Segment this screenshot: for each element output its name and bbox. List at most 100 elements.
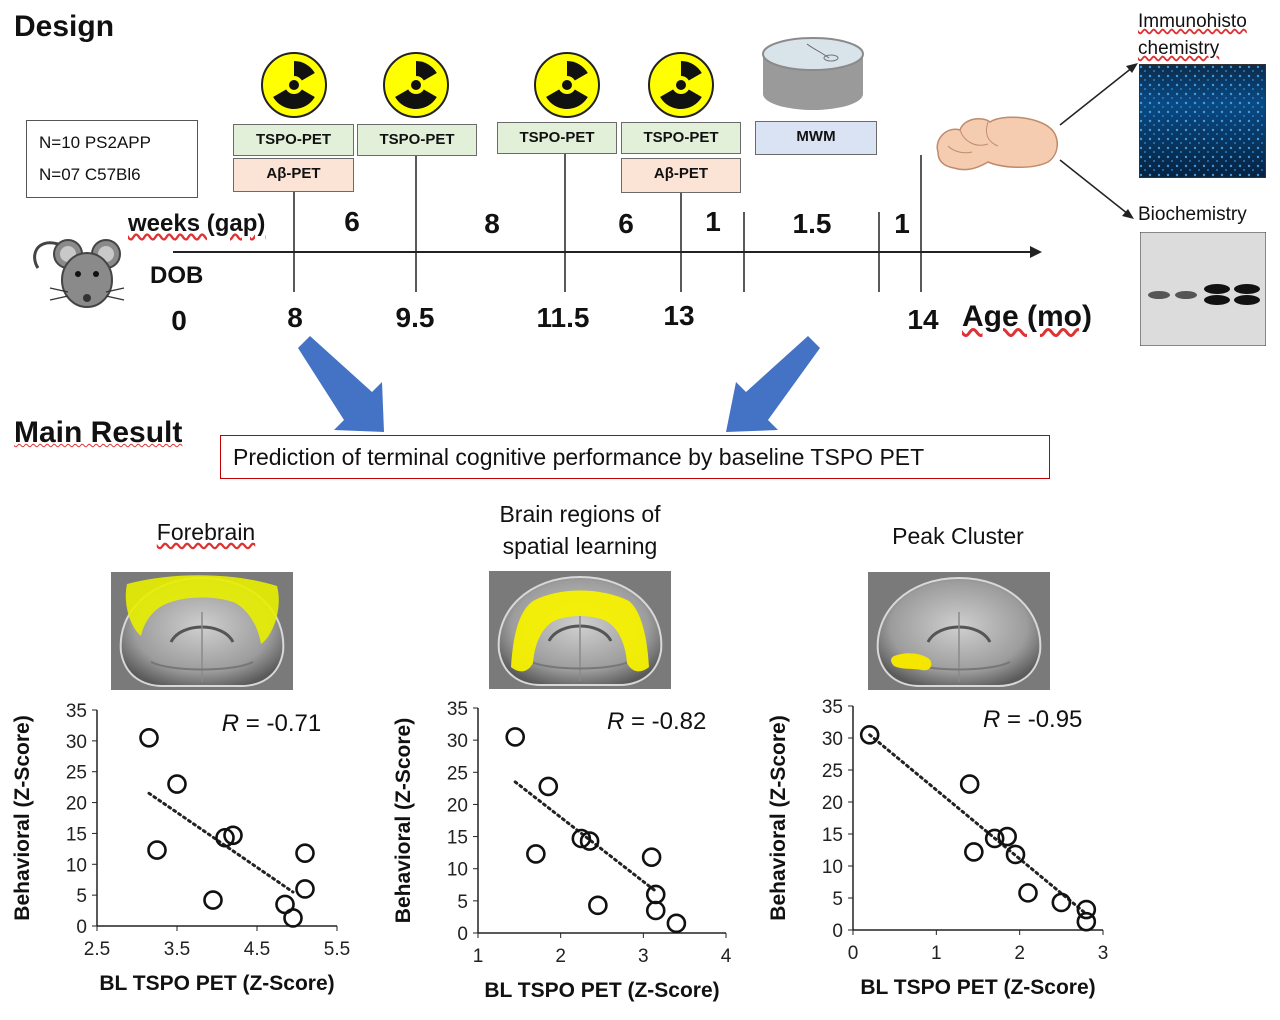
gap-value: 6: [618, 208, 634, 239]
data-point: [964, 842, 984, 862]
age-value: 9.5: [395, 302, 435, 333]
y-axis-label: Behavioral (Z-Score): [392, 718, 415, 923]
y-tick-label: 5: [832, 889, 843, 910]
data-point: [666, 913, 687, 934]
data-point: [283, 908, 303, 928]
x-tick-label: 5.5: [324, 939, 350, 960]
data-point: [588, 895, 608, 916]
data-point: [505, 727, 526, 747]
correlation-annotation: R = -0.82: [607, 708, 706, 735]
immunohistochemistry-image: [1139, 64, 1266, 178]
y-tick-label: 15: [447, 828, 468, 849]
age-axis-label: Age (mo): [962, 300, 1092, 333]
data-point: [1018, 883, 1038, 903]
mouse-icon: [33, 239, 125, 308]
y-tick-label: 5: [76, 886, 87, 907]
data-point: [147, 840, 167, 860]
ihc-label-line: chemistry: [1138, 38, 1220, 59]
blue-arrows: [298, 336, 820, 432]
y-tick-label: 35: [822, 697, 843, 718]
y-tick-label: 25: [66, 763, 87, 784]
correlation-annotation: R = -0.71: [222, 710, 321, 737]
data-point: [223, 825, 243, 846]
data-point: [645, 884, 666, 905]
cohort-ps2app: N=10 PS2APP: [39, 133, 151, 152]
age-value: 11.5: [536, 302, 590, 333]
x-tick-label: 1: [931, 943, 942, 964]
y-tick-label: 20: [66, 794, 87, 815]
design-heading: Design: [14, 10, 115, 43]
gap-value: 1: [705, 206, 721, 237]
y-tick-label: 25: [822, 761, 843, 782]
mri-forebrain-image: [111, 572, 293, 690]
y-tick-label: 35: [66, 701, 87, 722]
panel-title-line: spatial learning: [502, 533, 658, 559]
panel-title-line: Brain regions of: [499, 501, 661, 527]
mwm-box: MWM: [755, 121, 877, 155]
main-result-heading: Main Result: [14, 416, 183, 449]
age-value: 8: [287, 302, 303, 333]
data-point: [959, 774, 980, 794]
trend-line: [513, 780, 658, 893]
timeline: [173, 63, 1138, 292]
x-tick-label: 0: [848, 943, 859, 964]
x-tick-label: 4: [721, 946, 732, 967]
x-axis-label: BL TSPO PET (Z-Score): [99, 972, 334, 995]
correlation-annotation: R = -0.95: [983, 706, 1082, 733]
y-tick-label: 30: [66, 732, 87, 753]
data-point: [1076, 899, 1097, 920]
x-tick-label: 4.5: [244, 939, 270, 960]
dob-label: DOB: [150, 262, 204, 289]
cohort-box: N=10 PS2APP N=07 C57Bl6: [26, 120, 198, 198]
panel-title-spatial: Brain regions of spatial learning: [450, 498, 710, 562]
data-point: [167, 774, 187, 794]
y-tick-label: 0: [76, 917, 87, 938]
data-point: [997, 826, 1017, 847]
abeta-pet-box: Aβ-PET: [621, 158, 741, 193]
weeks-gap-label: weeks (gap): [128, 210, 266, 237]
data-point: [538, 776, 559, 797]
panel-title-forebrain: Forebrain: [156, 519, 256, 545]
data-point: [1076, 911, 1097, 932]
x-tick-label: 1: [473, 946, 484, 967]
tspo-pet-box: TSPO-PET: [233, 124, 354, 156]
data-point: [1051, 892, 1072, 913]
y-tick-label: 10: [66, 855, 87, 876]
mri-peak-cluster-image: [868, 572, 1050, 690]
mri-spatial-image: [489, 571, 671, 689]
data-point: [203, 890, 223, 910]
data-point: [139, 727, 159, 748]
y-tick-label: 10: [447, 860, 468, 881]
y-tick-label: 10: [822, 857, 843, 878]
x-tick-label: 3: [638, 946, 649, 967]
data-point: [984, 828, 1005, 849]
y-tick-label: 0: [832, 921, 843, 942]
x-tick-label: 2: [1014, 943, 1025, 964]
ihc-label: Immunohisto chemistry: [1138, 8, 1247, 62]
tspo-pet-box: TSPO-PET: [621, 122, 741, 154]
tspo-pet-box: TSPO-PET: [497, 122, 617, 154]
trend-line: [868, 733, 1088, 916]
y-axis-label: Behavioral (Z-Score): [11, 715, 34, 920]
x-tick-label: 3.5: [164, 939, 190, 960]
age-value: 14: [907, 304, 939, 335]
y-tick-label: 15: [822, 825, 843, 846]
y-tick-label: 20: [822, 793, 843, 814]
data-point: [295, 843, 315, 863]
gap-value: 6: [344, 206, 360, 237]
water-maze-icon: [762, 37, 864, 110]
age-value: 13: [663, 300, 695, 331]
y-tick-label: 30: [447, 731, 468, 752]
data-point: [571, 828, 592, 849]
cohort-c57bl6: N=07 C57Bl6: [39, 165, 141, 184]
data-point: [295, 879, 315, 899]
data-point: [645, 900, 666, 921]
data-point: [579, 831, 600, 851]
trend-line: [147, 791, 295, 894]
gap-value: 1: [894, 208, 910, 239]
x-tick-label: 2: [555, 946, 566, 967]
gap-value: 8: [484, 208, 500, 239]
x-axis-label: BL TSPO PET (Z-Score): [484, 979, 719, 1002]
data-point: [641, 847, 662, 867]
